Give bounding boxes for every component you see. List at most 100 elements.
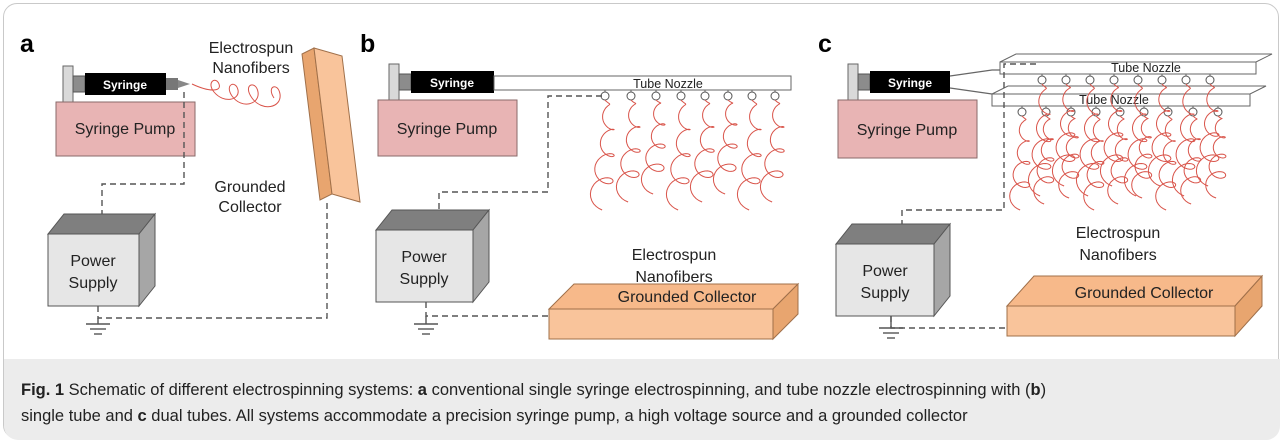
ground-symbol xyxy=(879,316,903,339)
nozzle-orifice xyxy=(1037,75,1047,85)
grounded-collector xyxy=(1006,305,1236,337)
nozzle-orifice xyxy=(676,91,686,101)
syringe-pump xyxy=(837,99,978,159)
nanofiber-coil xyxy=(1147,83,1172,187)
grounded-collector xyxy=(548,308,774,340)
wire-nozzle-power xyxy=(901,63,1036,224)
syringe-body xyxy=(411,71,494,93)
nozzle-orifice xyxy=(600,91,610,101)
collector-label-line2: Collector xyxy=(218,199,282,216)
syringe-pump-label: Syringe Pump xyxy=(75,121,176,138)
nanofiber-coil xyxy=(736,99,762,211)
nozzle-orifice xyxy=(1017,107,1027,117)
wire-ground-collector xyxy=(97,200,328,319)
nozzle-bottom-label: Tube Nozzle xyxy=(1079,93,1149,107)
caption-text: dual tubes. All systems accommodate a pr… xyxy=(146,407,968,425)
nozzle-orifice xyxy=(1109,75,1119,85)
nanofiber-coil xyxy=(615,99,641,203)
power-supply xyxy=(47,233,140,307)
nanofiber-coil xyxy=(191,79,281,108)
syringe-body xyxy=(85,73,166,95)
tube-nozzle xyxy=(493,75,792,91)
caption-text: conventional single syringe electrospinn… xyxy=(426,381,1031,399)
nanofiber-coil xyxy=(1075,83,1100,197)
caption-fig-label: Fig. 1 xyxy=(21,381,65,399)
panel-letter-a: a xyxy=(20,30,35,58)
syringe-pump xyxy=(377,99,518,157)
tube-nozzle-bottom xyxy=(991,93,1251,107)
power-label-line1: Power xyxy=(862,263,908,280)
syringe-tip xyxy=(166,78,178,90)
power-supply xyxy=(835,243,935,317)
panel-a: a Syringe Syringe Pump Electrospun Nanof… xyxy=(20,30,361,335)
nozzle-orifice xyxy=(651,91,661,101)
wire-needle-power xyxy=(101,92,185,214)
power-supply-top xyxy=(374,209,491,231)
panel-letter-c: c xyxy=(818,30,832,58)
nanofiber-coil xyxy=(689,99,715,203)
nanofiber-coil xyxy=(640,99,666,195)
power-label-line2: Supply xyxy=(861,285,910,302)
nanofiber-coil xyxy=(1009,115,1031,211)
caption-text: ) xyxy=(1040,381,1047,399)
nanofiber-coil xyxy=(665,99,691,211)
nozzle-orifice xyxy=(723,91,733,101)
nozzle-orifice xyxy=(1163,107,1173,117)
nozzle-label: Tube Nozzle xyxy=(633,77,703,91)
collector-label-line1: Grounded xyxy=(214,179,285,196)
nanofiber-coil xyxy=(1180,115,1202,205)
wire-ground-collector xyxy=(425,302,549,317)
panel-c: c Syringe Tube Nozzle Tube Nozzle Syring… xyxy=(818,30,1273,339)
caption-text: single tube and xyxy=(21,407,138,425)
panel-letter-b: b xyxy=(360,30,375,58)
nanofiber-coil xyxy=(589,99,615,211)
nanofiber-coil xyxy=(1123,83,1148,197)
syringe-label: Syringe xyxy=(430,76,474,90)
fibers-label-line1: Electrospun xyxy=(632,247,717,264)
nozzle-orifice xyxy=(1213,107,1223,117)
syringe-label: Syringe xyxy=(103,78,147,92)
nanofiber-coil xyxy=(1131,115,1153,199)
nanofiber-coil xyxy=(1155,115,1177,211)
power-supply-top xyxy=(834,223,952,245)
nanofiber-coil xyxy=(1107,115,1129,205)
figure-frame: a Syringe Syringe Pump Electrospun Nanof… xyxy=(3,3,1280,440)
collector-label: Grounded Collector xyxy=(618,289,757,306)
nanofiber-coil xyxy=(1083,115,1105,211)
ground-symbol xyxy=(86,318,110,335)
nozzle-orifice xyxy=(770,91,780,101)
nozzle-orifice xyxy=(1061,75,1071,85)
caption-ref-a: a xyxy=(417,381,427,399)
nanofiber-coil xyxy=(1027,83,1052,197)
nanofiber-coil xyxy=(1058,115,1080,199)
nozzle-orifice xyxy=(626,91,636,101)
syringe-pump xyxy=(55,101,196,157)
tube-connector xyxy=(949,69,1000,95)
figure-caption: Fig. 1 Schematic of different electrospi… xyxy=(4,359,1280,440)
nanofiber-array xyxy=(1009,83,1227,211)
ground-symbol xyxy=(414,316,438,335)
caption-text: Schematic of different electrospinning s… xyxy=(64,381,418,399)
caption-ref-b: b xyxy=(1030,381,1041,399)
power-supply xyxy=(375,229,474,303)
nanofiber-coil xyxy=(1205,115,1227,199)
electrospinning-diagram: a Syringe Syringe Pump Electrospun Nanof… xyxy=(20,30,1273,341)
nanofiber-coil xyxy=(712,99,738,195)
syringe-plunger xyxy=(857,73,871,91)
power-label-line2: Supply xyxy=(400,271,449,288)
nozzle-orifice xyxy=(1157,75,1167,85)
syringe-holder xyxy=(62,65,74,103)
syringe-plunger xyxy=(398,73,412,91)
fibers-label-line2: Nanofibers xyxy=(635,269,712,286)
nanofiber-coil xyxy=(759,99,785,203)
syringe-body xyxy=(870,71,950,93)
nozzle-orifice xyxy=(1133,75,1143,85)
panel-b: b Syringe Tube Nozzle Syringe Pump Elect… xyxy=(360,30,800,341)
fibers-label-line1: Electrospun xyxy=(209,40,294,57)
nozzle-top-label: Tube Nozzle xyxy=(1111,61,1181,75)
nozzle-orifice xyxy=(1181,75,1191,85)
power-label-line1: Power xyxy=(70,253,116,270)
fibers-label-line1: Electrospun xyxy=(1076,225,1161,242)
nanofiber-coil xyxy=(1051,83,1076,187)
wire-ground-collector xyxy=(890,316,1007,329)
